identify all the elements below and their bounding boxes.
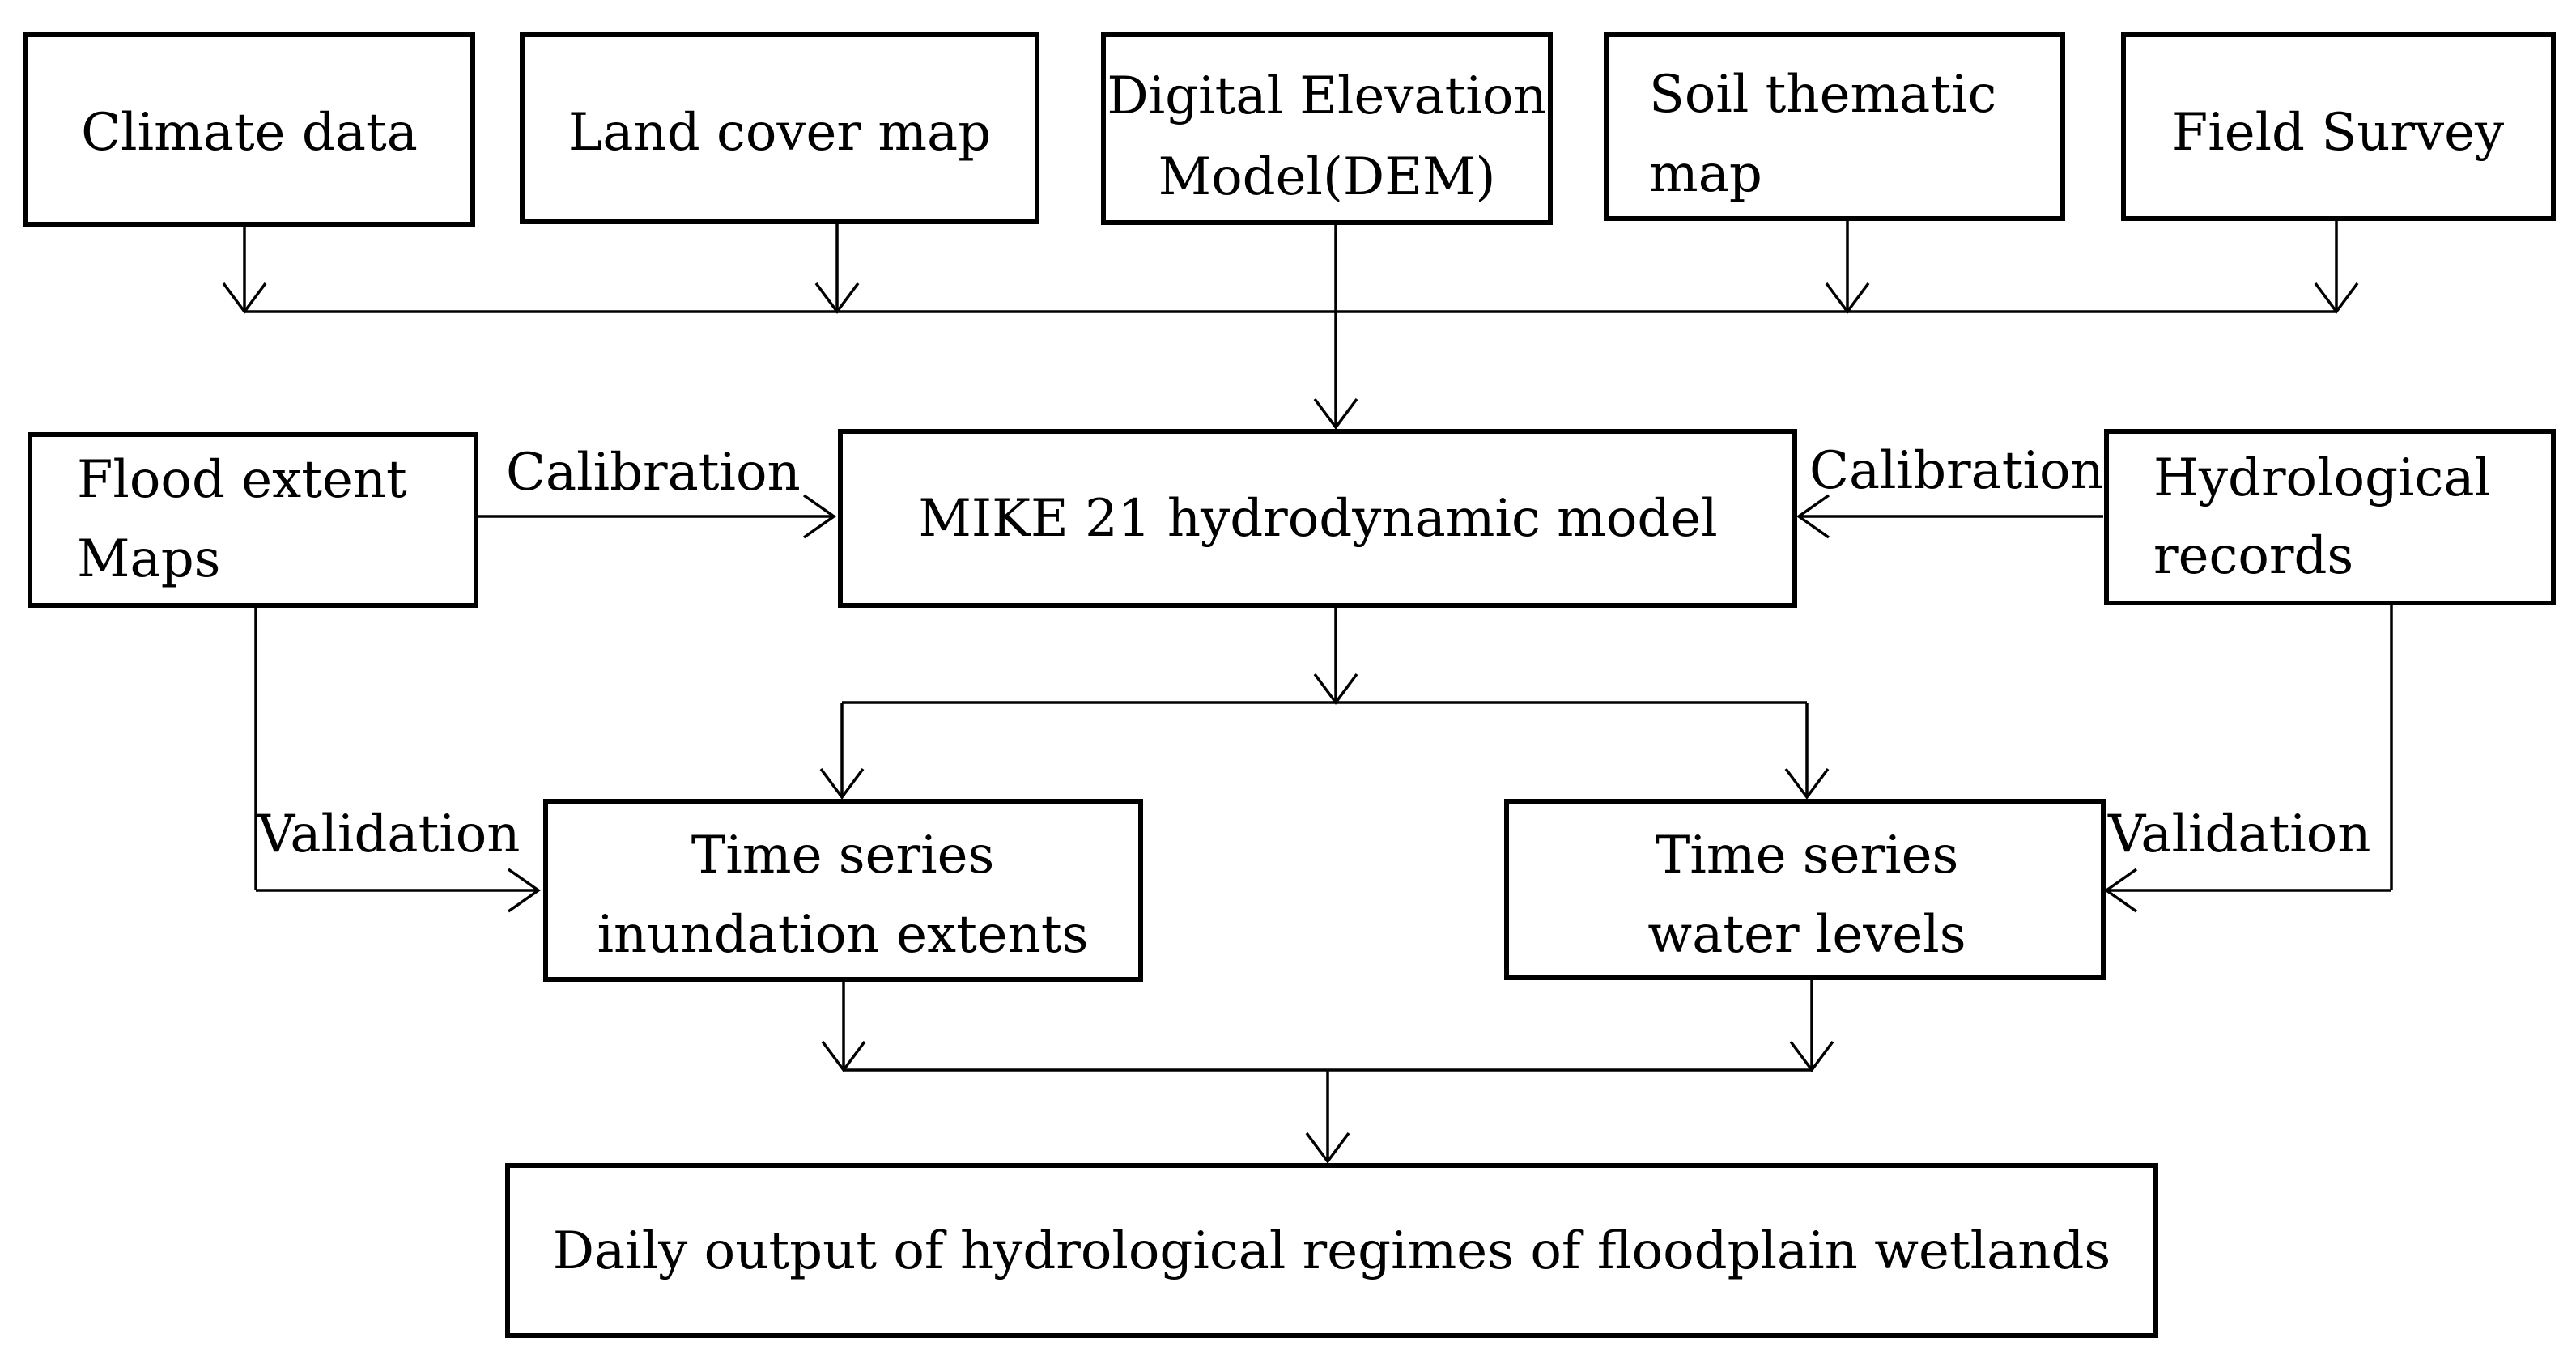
connectors — [243, 219, 2393, 1161]
node-hydrological-records: Hydrological records — [2104, 429, 2556, 605]
arrowhead-mike-left — [802, 494, 837, 539]
node-soil-thematic-map-label-line1: Soil thematic — [1649, 65, 1996, 125]
node-dem: Digital Elevation Model(DEM) — [1101, 32, 1553, 225]
arrowhead-daily — [1305, 1132, 1350, 1164]
arrowhead-water-top — [1784, 767, 1830, 800]
node-mike21-model-label: MIKE 21 hydrodynamic model — [918, 489, 1717, 549]
arrowhead-field — [2314, 282, 2359, 314]
node-water-levels: Time series water levels — [1504, 799, 2106, 980]
node-water-levels-label-line1: Time series — [1656, 826, 1959, 885]
arrowhead-mike-down — [1313, 673, 1358, 705]
node-inundation-extents: Time series inundation extents — [543, 799, 1143, 982]
node-hydrological-records-label-line2: records — [2153, 526, 2353, 586]
node-inundation-extents-label-line2: inundation extents — [597, 905, 1089, 965]
arrowhead-water-right — [2103, 868, 2138, 913]
edge-label-calibration-left: Calibration — [506, 443, 801, 503]
node-flood-extent-maps-label-line2: Maps — [77, 529, 221, 589]
node-field-survey-label: Field Survey — [2172, 103, 2504, 163]
node-land-cover-map-label: Land cover map — [568, 103, 991, 163]
arrowhead-soil — [1825, 282, 1870, 314]
node-flood-extent-maps: Flood extent Maps — [28, 432, 478, 608]
node-dem-label-line1: Digital Elevation — [1107, 66, 1546, 126]
node-climate-data: Climate data — [23, 32, 475, 227]
node-land-cover-map: Land cover map — [520, 32, 1039, 224]
arrowheads — [222, 282, 2359, 1164]
arrowhead-landcover — [814, 282, 860, 314]
node-water-levels-label-line2: water levels — [1647, 905, 1966, 965]
edge-label-validation-right: Validation — [2107, 805, 2371, 864]
node-field-survey: Field Survey — [2121, 32, 2556, 221]
arrowhead-mike-right — [1796, 494, 1830, 539]
node-hydrological-records-label-line1: Hydrological — [2153, 448, 2491, 508]
edge-label-calibration-right: Calibration — [1809, 441, 2104, 501]
node-climate-data-label: Climate data — [81, 103, 418, 163]
node-soil-thematic-map: Soil thematic map — [1604, 32, 2065, 221]
node-mike21-model: MIKE 21 hydrodynamic model — [838, 429, 1797, 608]
node-dem-label-line2: Model(DEM) — [1158, 147, 1496, 207]
arrowhead-merger-right — [1789, 1040, 1834, 1072]
arrowhead-mike-top — [1313, 397, 1358, 430]
arrowhead-inund-top — [819, 767, 865, 800]
node-inundation-extents-label-line1: Time series — [691, 826, 995, 885]
arrowhead-merger-left — [821, 1040, 866, 1072]
node-daily-output-label: Daily output of hydrological regimes of … — [553, 1221, 2111, 1281]
arrowhead-climate — [222, 282, 267, 314]
arrowhead-inund-left — [507, 868, 542, 913]
node-soil-thematic-map-label-line2: map — [1649, 144, 1762, 204]
edge-label-validation-left: Validation — [257, 805, 521, 864]
node-flood-extent-maps-label-line1: Flood extent — [77, 450, 407, 510]
node-daily-output: Daily output of hydrological regimes of … — [505, 1163, 2158, 1338]
